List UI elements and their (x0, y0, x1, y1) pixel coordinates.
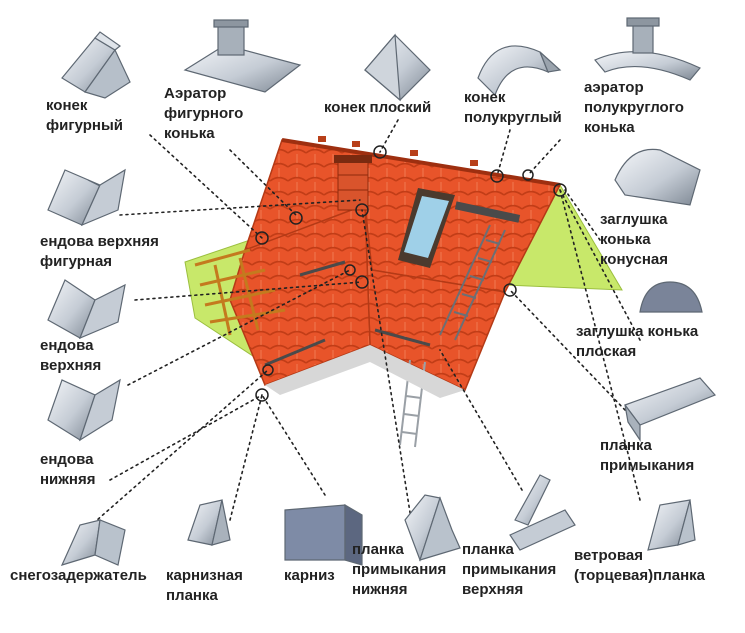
lower-valley-icon (48, 380, 120, 440)
wind-strip-icon (648, 500, 695, 550)
label-karniz: карниз (284, 566, 335, 586)
upper-figured-valley-icon (48, 170, 125, 225)
flat-ridge-cap-icon (640, 282, 702, 312)
half-round-ridge-aerator-icon (595, 18, 700, 80)
label-aerator-figurnogo: Аэратор фигурного конька (164, 84, 243, 144)
eave-cornice-icon (285, 505, 362, 565)
label-vetrovaya-planka: ветровая (торцевая)планка (574, 546, 705, 586)
eave-strip-icon (188, 500, 230, 545)
snow-guard-icon (62, 520, 125, 565)
label-zaglushka-ploskaya: заглушка конька плоская (576, 322, 698, 362)
upper-abutment-strip-icon (510, 475, 575, 550)
chimney (334, 155, 372, 210)
upper-valley-icon (48, 280, 125, 338)
conical-ridge-cap-icon (615, 149, 700, 205)
label-konek-figurny: конек фигурный (46, 96, 123, 136)
label-endova-verkhnyaya: ендова верхняя (40, 336, 101, 376)
label-karniznaya-planka: карнизная планка (166, 566, 243, 606)
label-aerator-polukruglogo: аэратор полукруглого конька (584, 78, 684, 138)
flat-ridge-icon (365, 35, 430, 100)
label-planka-primykaniya: планка примыкания (600, 436, 694, 476)
label-planka-nizhnyaya: планка примыкания нижняя (352, 540, 446, 600)
figured-ridge-icon (62, 32, 130, 98)
label-snegozaderzhatel: снегозадержатель (10, 566, 147, 586)
label-endova-verkhnyaya-figurnaya: ендова верхняя фигурная (40, 232, 159, 272)
abutment-strip-icon (625, 378, 715, 440)
label-zaglushka-konusnaya: заглушка конька конусная (600, 210, 668, 270)
label-konek-polukrugly: конек полукруглый (464, 88, 562, 128)
figured-ridge-aerator-icon (185, 20, 300, 92)
label-planka-verkhnyaya: планка примыкания верхняя (462, 540, 556, 600)
label-konek-ploskiy: конек плоский (324, 98, 431, 118)
label-endova-nizhnyaya: ендова нижняя (40, 450, 95, 490)
